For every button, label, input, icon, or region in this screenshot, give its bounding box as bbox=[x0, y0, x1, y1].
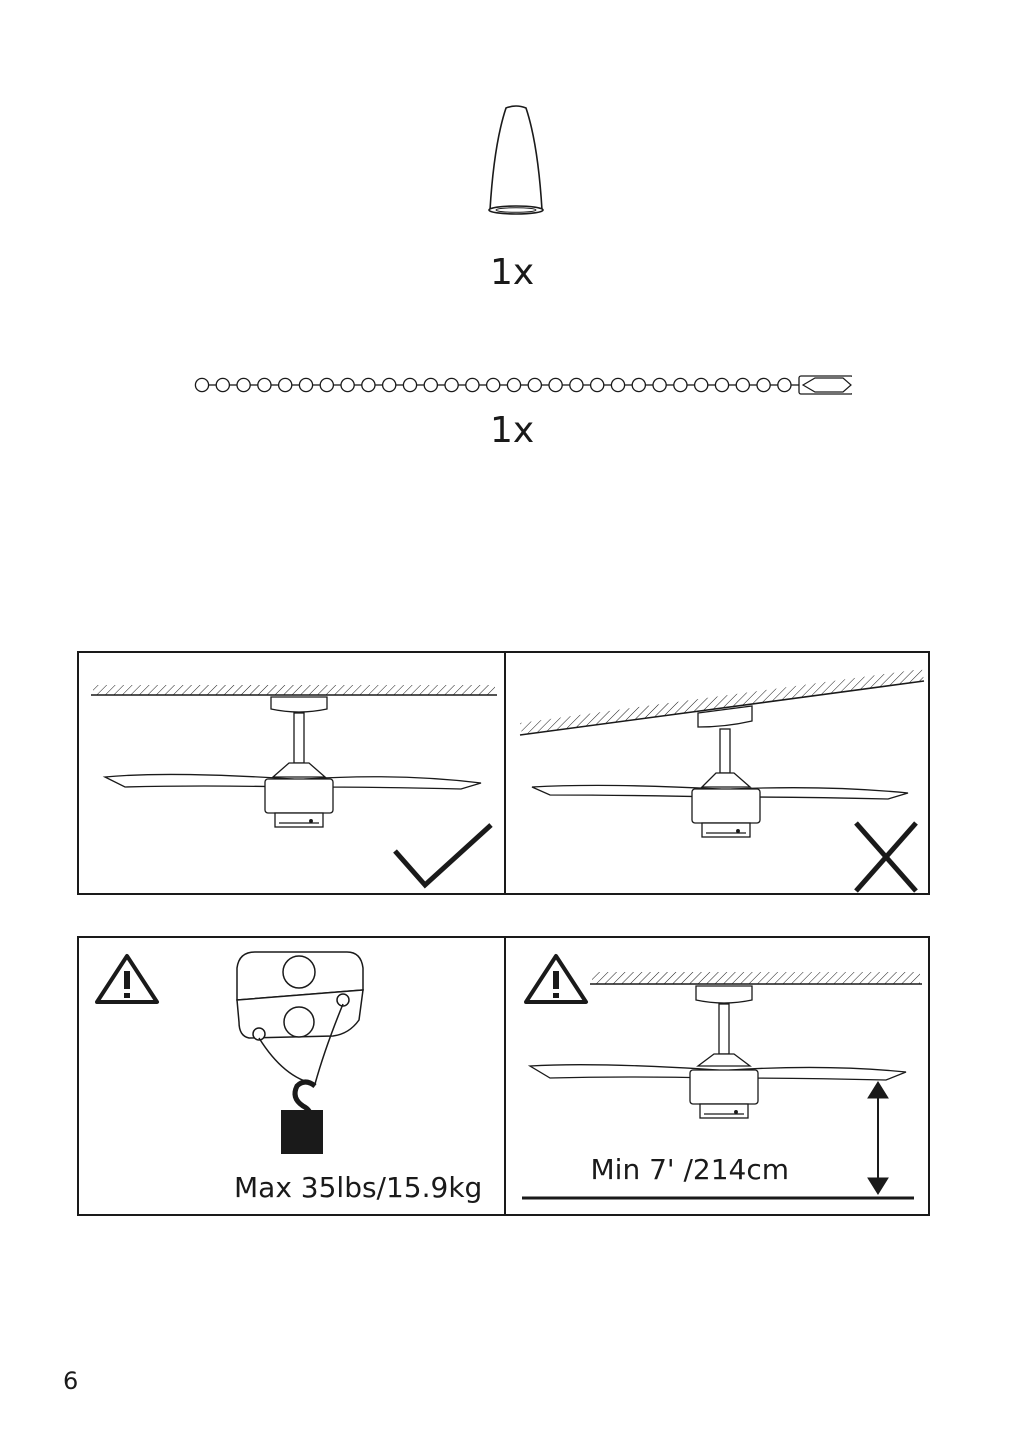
ceiling-fan-drawing bbox=[527, 985, 906, 1119]
check-mark-icon bbox=[393, 823, 493, 889]
chain-bead bbox=[402, 377, 418, 393]
fan-cap-quantity: 1x bbox=[490, 252, 535, 293]
load-warning-panel: Max 35lbs/15.9kg bbox=[79, 938, 504, 1214]
sloped-ceiling bbox=[519, 669, 924, 736]
chain-bead bbox=[319, 377, 335, 393]
chain-bead bbox=[527, 377, 543, 393]
chain-bead bbox=[340, 377, 355, 393]
chain-bead bbox=[756, 377, 771, 393]
chain-bead bbox=[652, 377, 667, 393]
sloped-ceiling-panel bbox=[503, 653, 929, 893]
warnings-row: Max 35lbs/15.9kg bbox=[77, 936, 930, 1216]
tilted-ceiling-fan-drawing bbox=[531, 705, 908, 838]
chain-bead bbox=[673, 377, 688, 393]
clearance-warning-panel: Min 7' /214cm bbox=[503, 938, 929, 1214]
chain-bead bbox=[236, 377, 251, 393]
chain-bead bbox=[215, 377, 231, 393]
flat-ceiling bbox=[589, 972, 922, 985]
chain-bead bbox=[485, 377, 501, 393]
page-number: 6 bbox=[63, 1367, 79, 1395]
chain-bead bbox=[257, 377, 272, 393]
chain-bead bbox=[714, 377, 730, 393]
chain-bead bbox=[423, 377, 439, 393]
flat-ceiling-panel bbox=[79, 653, 504, 893]
weight-block bbox=[281, 1110, 323, 1154]
max-load-label: Max 35lbs/15.9kg bbox=[234, 1171, 483, 1204]
cross-mark-icon bbox=[853, 821, 918, 893]
warning-triangle-icon bbox=[523, 954, 588, 1004]
chain-bead bbox=[277, 377, 293, 393]
junction-box-drawing bbox=[236, 951, 364, 1119]
chain-bead bbox=[610, 377, 626, 393]
mounting-guidance-row bbox=[77, 651, 930, 895]
chain-bead bbox=[298, 377, 314, 393]
chain-bead bbox=[693, 377, 709, 393]
chain-bead bbox=[506, 377, 522, 393]
chain-connector bbox=[791, 375, 852, 395]
chain-bead bbox=[381, 377, 397, 393]
chain-bead bbox=[569, 377, 584, 393]
chain-bead bbox=[194, 377, 210, 393]
chain-bead bbox=[589, 377, 605, 393]
pull-chain-quantity: 1x bbox=[490, 410, 535, 451]
chain-bead bbox=[465, 377, 480, 393]
warning-triangle-icon bbox=[95, 954, 159, 1004]
chain-bead bbox=[361, 377, 376, 393]
min-clearance-label: Min 7' /214cm bbox=[590, 1153, 790, 1186]
ceiling-fan-drawing bbox=[102, 696, 482, 828]
chain-bead bbox=[631, 377, 647, 393]
chain-bead bbox=[548, 377, 563, 393]
pull-chain-illustration bbox=[194, 375, 852, 395]
chain-bead bbox=[444, 377, 459, 393]
fan-cap-illustration bbox=[488, 105, 544, 215]
chain-bead bbox=[735, 377, 751, 393]
flat-ceiling bbox=[91, 685, 497, 696]
chain-bead bbox=[777, 377, 792, 393]
clearance-arrow bbox=[866, 1081, 889, 1195]
